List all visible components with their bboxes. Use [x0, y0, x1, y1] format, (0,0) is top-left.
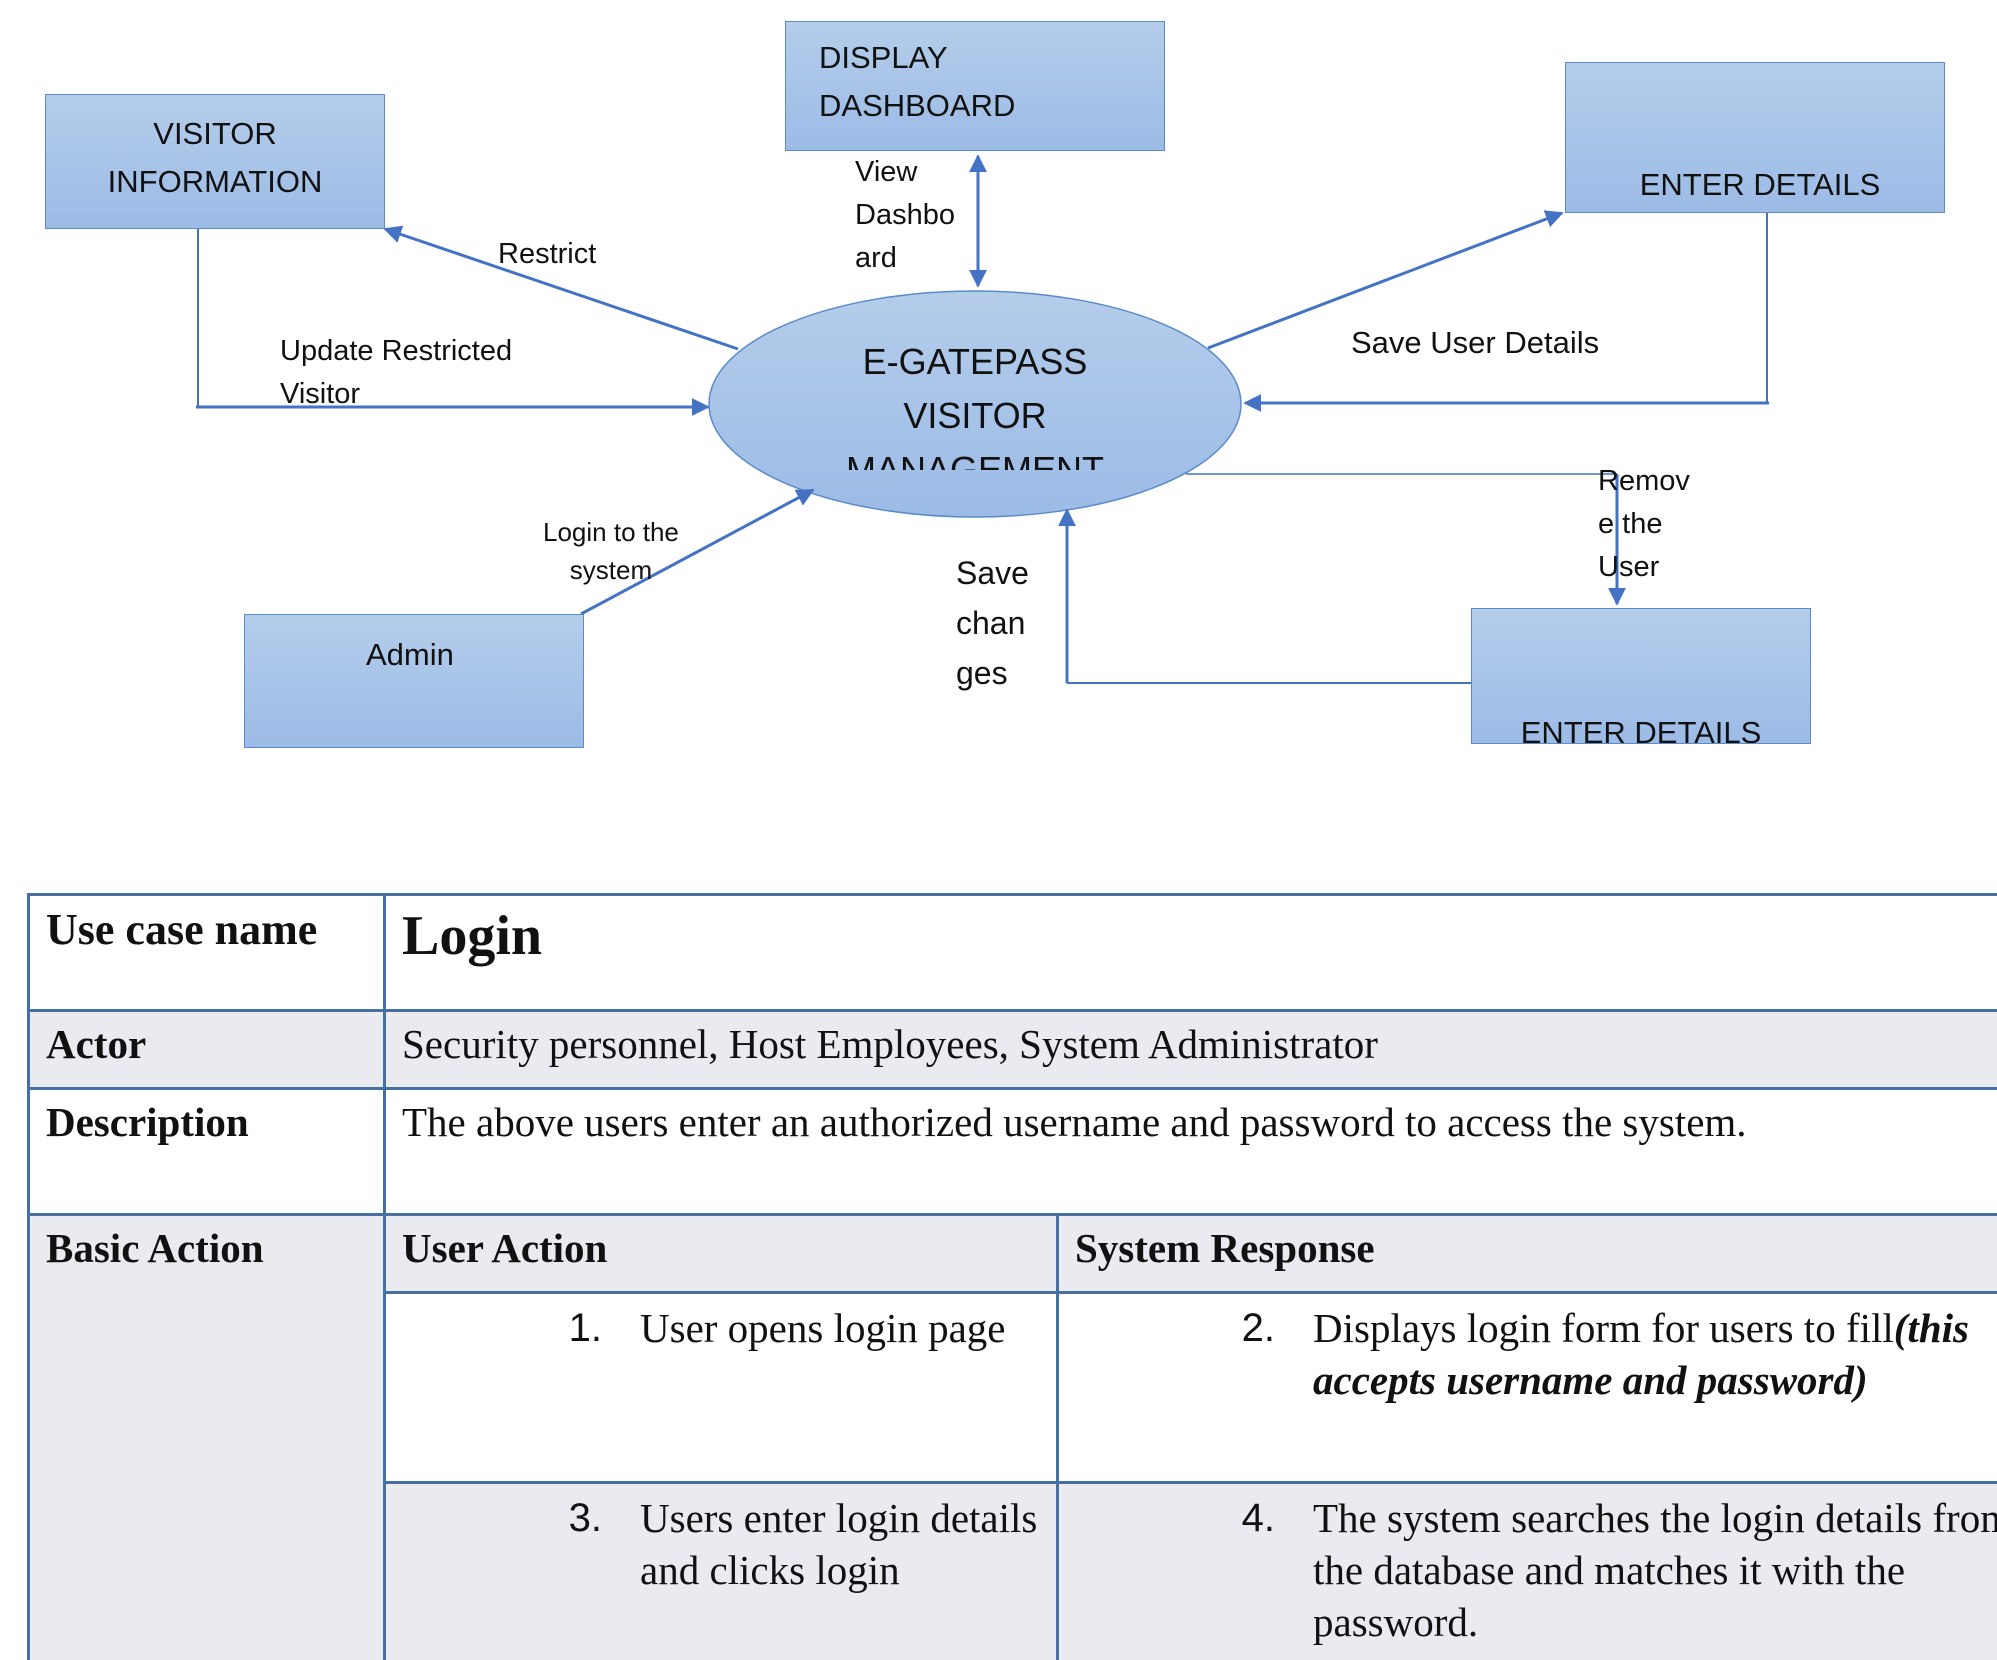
- actor-row: Actor Security personnel, Host Employees…: [27, 1009, 1997, 1090]
- description-label: Description: [27, 1087, 386, 1216]
- context-diagram: E-GATEPASS VISITOR MANAGEMENT VISITOR IN…: [0, 0, 1997, 800]
- login-arrow: [580, 488, 815, 616]
- diagram-connectors: [196, 154, 1769, 684]
- step-row: 1. User opens login page 2. Displays log…: [29, 1291, 1997, 1484]
- system-response-header: System Response: [1056, 1213, 1997, 1294]
- use-case-name-label: Use case name: [27, 893, 386, 1012]
- step-number: 3.: [568, 1496, 602, 1540]
- system-step-cell: 4. The system searches the login details…: [1056, 1481, 1997, 1660]
- step-number: 2.: [1241, 1306, 1275, 1350]
- use-case-name-value: Login: [383, 893, 1997, 1012]
- admin-label: Admin: [366, 637, 454, 672]
- step-item: 1. User opens login page: [402, 1302, 1040, 1354]
- restrict-arrow: [383, 225, 739, 351]
- basic-action-label: Basic Action: [27, 1213, 386, 1660]
- basic-action-header-row: Basic Action User Action System Response: [27, 1213, 1997, 1660]
- enter-details-top-box: ENTER DETAILS: [1565, 62, 1945, 213]
- actor-label: Actor: [27, 1009, 386, 1090]
- step-text: Displays login form for users to fill: [1313, 1305, 1894, 1351]
- step-number: 4.: [1241, 1496, 1275, 1540]
- step-number: 1.: [568, 1306, 602, 1350]
- system-step-cell: 2. Displays login form for users to fill…: [1056, 1291, 1997, 1484]
- actor-value: Security personnel, Host Employees, Syst…: [383, 1009, 1997, 1090]
- enter-details-top-label: ENTER DETAILS: [1639, 167, 1881, 202]
- save-user-details-label: Save User Details: [1351, 325, 1600, 360]
- step-item: 3. Users enter login details and clicks …: [402, 1492, 1040, 1596]
- user-step-cell: 1. User opens login page: [383, 1291, 1059, 1484]
- step-text: The system searches the login details fr…: [1313, 1495, 1997, 1645]
- display-dashboard-box: DISPLAY DASHBOARD: [785, 21, 1165, 151]
- save-changes-label: Save chan ges: [956, 555, 1029, 691]
- step-item: 2. Displays login form for users to fill…: [1075, 1302, 1997, 1406]
- view-dashboard-label: View Dashbo ard: [855, 156, 955, 274]
- restrict-label: Restrict: [498, 238, 597, 270]
- description-value: The above users enter an authorized user…: [383, 1087, 1997, 1216]
- user-action-header: User Action: [383, 1213, 1059, 1294]
- login-system-label: Login to the system: [543, 517, 679, 585]
- visitor-information-label: VISITOR INFORMATION: [107, 116, 323, 199]
- enter-details-arrow: [1207, 210, 1564, 350]
- description-row: Description The above users enter an aut…: [27, 1087, 1997, 1216]
- admin-box: Admin: [244, 614, 584, 748]
- display-dashboard-label: DISPLAY DASHBOARD: [819, 40, 1016, 123]
- update-restricted-label: Update Restricted Visitor: [280, 335, 513, 410]
- use-case-name-row: Use case name Login: [27, 893, 1997, 1012]
- step-emphasis: (this accepts username and password): [1313, 1305, 1969, 1403]
- visitor-information-box: VISITOR INFORMATION: [45, 94, 385, 229]
- remove-user-label: Remov e the User: [1598, 465, 1690, 582]
- use-case-table: Use case name Login Actor Security perso…: [27, 893, 1997, 1660]
- step-text: User opens login page: [640, 1305, 1006, 1351]
- step-row: 3. Users enter login details and clicks …: [29, 1481, 1997, 1660]
- center-process-label: E-GATEPASS VISITOR MANAGEMENT: [845, 341, 1104, 470]
- step-text: Users enter login details and clicks log…: [640, 1495, 1038, 1593]
- enter-details-bottom-label: ENTER DETAILS: [1520, 715, 1762, 744]
- step-item: 4. The system searches the login details…: [1075, 1492, 1997, 1648]
- enter-details-bottom-box: ENTER DETAILS: [1471, 608, 1811, 744]
- user-step-cell: 3. Users enter login details and clicks …: [383, 1481, 1059, 1660]
- step-text-wrap: Displays login form for users to fill(th…: [1313, 1302, 1997, 1406]
